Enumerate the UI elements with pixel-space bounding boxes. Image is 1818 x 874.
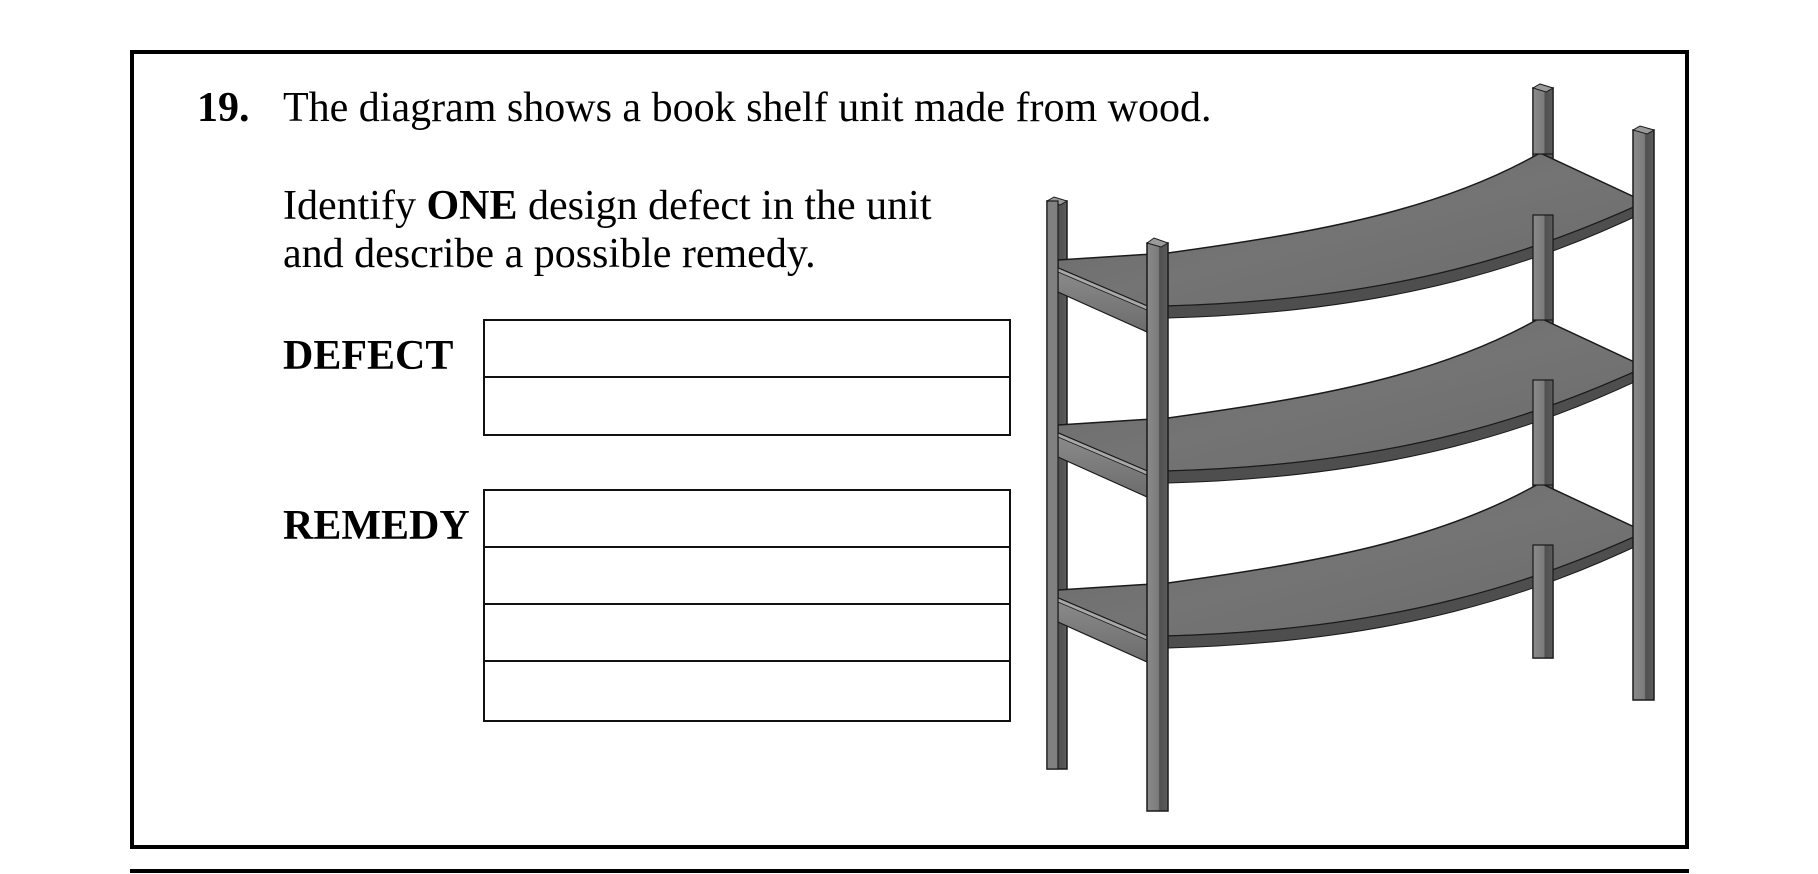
post-left-back-front-face — [1046, 200, 1059, 770]
post-right-front — [1631, 125, 1656, 701]
shelf-top — [1057, 152, 1647, 333]
defect-label: DEFECT — [283, 333, 454, 379]
remedy-answer-box[interactable] — [483, 489, 1011, 722]
remedy-answer-line-3[interactable] — [485, 605, 1009, 662]
remedy-label: REMEDY — [283, 503, 470, 549]
instruction-suffix: design defect in the unit — [517, 183, 932, 229]
instruction-line-1: Identify ONE design defect in the unit — [283, 182, 932, 230]
question-number: 19. — [197, 85, 250, 131]
shelf-middle — [1057, 317, 1647, 498]
post-right-back-segment — [1532, 214, 1554, 321]
post-left-front — [1145, 237, 1170, 812]
post-right-back-segment — [1532, 379, 1554, 486]
question-instruction: Identify ONE design defect in the unit a… — [283, 182, 932, 278]
remedy-answer-line-2[interactable] — [485, 548, 1009, 605]
defect-answer-box[interactable] — [483, 319, 1011, 436]
remedy-answer-line-1[interactable] — [485, 491, 1009, 548]
post-right-back-segment — [1532, 544, 1554, 659]
instruction-emphasis: ONE — [426, 183, 518, 229]
question-stem: The diagram shows a book shelf unit made… — [283, 85, 1212, 131]
question-frame — [130, 50, 1689, 849]
shelf-bottom — [1057, 482, 1647, 663]
page-divider — [130, 869, 1689, 873]
defect-answer-line-1[interactable] — [485, 321, 1009, 378]
post-right-back-top — [1532, 87, 1554, 155]
instruction-prefix: Identify — [283, 183, 427, 229]
instruction-line-2: and describe a possible remedy. — [283, 231, 816, 277]
